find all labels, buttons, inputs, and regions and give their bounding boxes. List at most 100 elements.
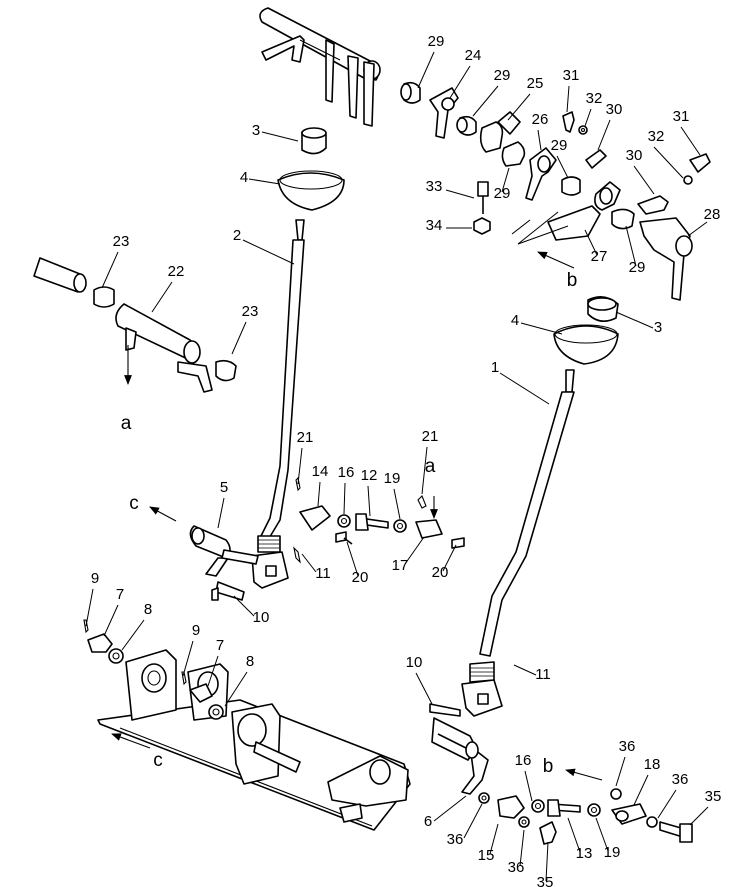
part-number: 26	[532, 111, 549, 128]
part-number: 12	[361, 467, 378, 484]
top-bracket-assembly	[259, 7, 381, 127]
callout-35: 35	[537, 841, 553, 887]
callout-2: 2	[233, 227, 295, 265]
leader-line	[231, 321, 247, 355]
part-number: 17	[392, 557, 409, 574]
callout-3: 3	[252, 122, 299, 142]
reference-letter-a: a	[425, 456, 436, 477]
bottom-frame	[83, 619, 411, 831]
part-number: 29	[428, 33, 445, 50]
part-number: 32	[648, 128, 665, 145]
leader-line	[207, 655, 219, 687]
leader-line	[317, 481, 321, 507]
callout-11: 11	[301, 553, 331, 582]
callout-31: 31	[673, 108, 701, 156]
callout-23: 23	[231, 303, 259, 355]
part-number: 3	[654, 319, 662, 336]
part-number: 36	[447, 831, 464, 848]
callout-19: 19	[384, 470, 401, 520]
part-number: 13	[576, 845, 593, 862]
callout-19: 19	[595, 817, 621, 861]
leader-line	[625, 225, 637, 267]
leader-line	[499, 372, 550, 405]
part-number: 23	[242, 303, 259, 320]
callout-16: 16	[515, 752, 533, 802]
callout-6: 6	[424, 795, 467, 830]
part-number: 10	[253, 609, 270, 626]
leader-line	[151, 281, 173, 313]
leader-line	[513, 664, 537, 676]
part-number: 25	[527, 75, 544, 92]
part-number: 11	[315, 565, 331, 582]
callout-4: 4	[511, 312, 563, 335]
leader-line	[653, 146, 684, 179]
leader-line	[472, 85, 499, 117]
part-number: 9	[192, 622, 200, 639]
callout-5: 5	[217, 479, 228, 529]
part-number: 7	[116, 586, 124, 603]
lever-1-assembly	[461, 296, 619, 717]
leader-line	[417, 51, 435, 89]
leader-line	[507, 93, 531, 121]
part-number: 18	[644, 756, 661, 773]
leader-line	[433, 795, 467, 822]
leader-line	[657, 789, 677, 819]
part-number: 15	[478, 847, 495, 864]
leader-line	[346, 541, 359, 577]
callout-35: 35	[689, 788, 721, 826]
leader-line	[687, 221, 708, 237]
part-number: 16	[515, 752, 532, 769]
part-number: 5	[220, 479, 228, 496]
part-number: 4	[511, 312, 519, 329]
callout-25: 25	[507, 75, 544, 121]
callout-24: 24	[449, 47, 481, 99]
part-number: 3	[252, 122, 260, 139]
leader-line	[182, 640, 194, 677]
part-number: 30	[606, 101, 623, 118]
callout-17: 17	[392, 536, 425, 574]
callout-12: 12	[361, 467, 378, 517]
leader-line	[680, 126, 701, 156]
leader-line	[584, 229, 598, 256]
leader-line	[519, 829, 525, 867]
leader-line	[297, 447, 303, 485]
callout-30: 30	[626, 147, 655, 195]
reference-letter-c: c	[153, 750, 163, 771]
leader-line	[233, 595, 255, 617]
part-number: 19	[604, 844, 621, 861]
leader-line	[463, 803, 483, 839]
leader-line	[367, 485, 371, 517]
leader-line	[615, 756, 626, 787]
callout-21: 21	[421, 428, 439, 495]
part-number: 8	[144, 601, 152, 618]
callout-18: 18	[633, 756, 661, 806]
middle-linkage	[149, 476, 465, 601]
part-number: 7	[216, 637, 224, 654]
leader-line	[524, 770, 533, 802]
part-number: 30	[626, 147, 643, 164]
part-number: 36	[508, 859, 525, 876]
leader-line	[393, 488, 401, 520]
leader-line	[556, 155, 569, 179]
part-number: 34	[426, 217, 443, 234]
part-number: 29	[494, 185, 511, 202]
callout-33: 33	[426, 178, 475, 199]
part-number: 31	[673, 108, 690, 125]
part-number: 22	[168, 263, 185, 280]
callout-7: 7	[207, 637, 224, 687]
callout-29: 29	[472, 67, 510, 117]
part-number: 8	[246, 653, 254, 670]
callout-32: 32	[584, 90, 602, 127]
lever-2-assembly	[251, 127, 345, 589]
leader-line	[449, 65, 471, 99]
part-number: 9	[91, 570, 99, 587]
leader-line	[584, 108, 592, 127]
callout-30: 30	[597, 101, 623, 151]
callout-34: 34	[426, 217, 472, 234]
upper-linkage-assembly	[400, 81, 711, 301]
callout-8: 8	[224, 653, 254, 707]
reference-letter-b: b	[567, 270, 578, 291]
part-number: 21	[422, 428, 439, 445]
leader-line	[445, 189, 475, 199]
